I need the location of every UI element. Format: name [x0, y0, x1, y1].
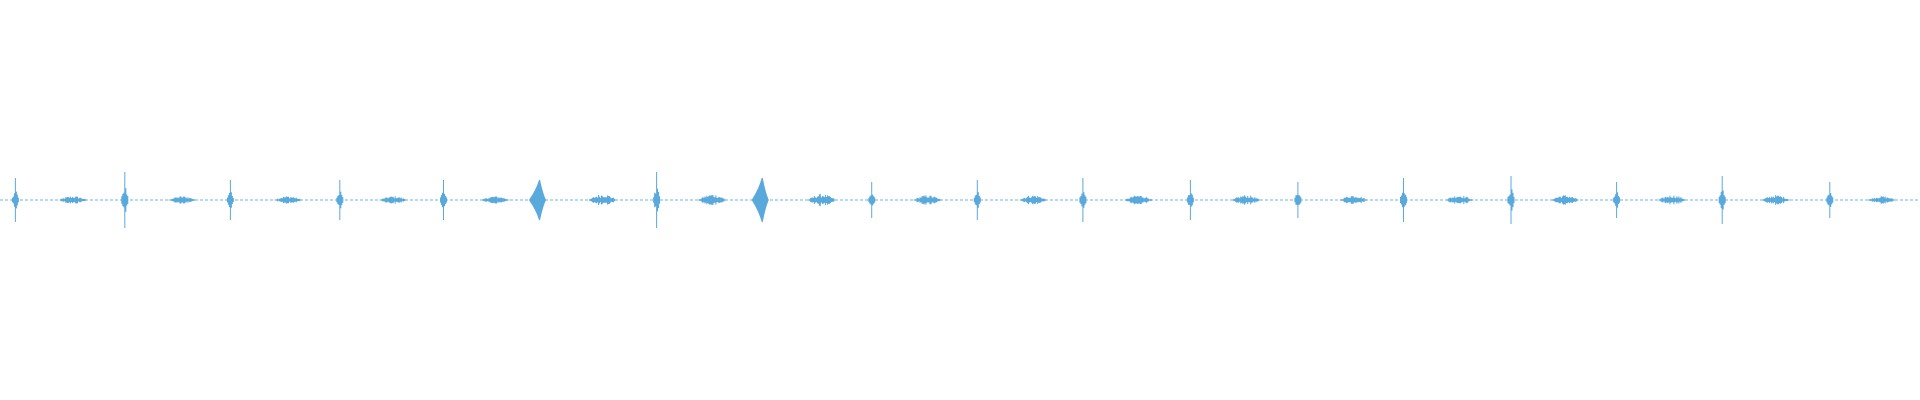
transient-spike	[1400, 178, 1407, 222]
transient-spike	[11, 178, 19, 222]
noise-cluster	[59, 196, 88, 204]
noise-cluster	[698, 195, 727, 205]
noise-cluster	[1019, 195, 1048, 205]
transient-spike	[1507, 176, 1515, 224]
transient-spike	[1613, 182, 1621, 218]
noise-cluster	[1445, 195, 1474, 205]
noise-cluster	[913, 195, 942, 205]
transient-spike	[1079, 178, 1087, 222]
noise-cluster	[1339, 196, 1368, 204]
transient-spike	[1718, 176, 1726, 224]
transient-spike	[1294, 182, 1302, 218]
waveform-trace	[0, 172, 1920, 228]
transient-spike	[973, 180, 981, 220]
transient-spike	[653, 172, 661, 228]
noise-cluster	[1867, 196, 1896, 204]
noise-cluster	[274, 196, 303, 204]
transient-spike	[1186, 180, 1194, 220]
noise-cluster	[589, 195, 617, 205]
transient-spike	[868, 182, 876, 218]
noise-cluster	[379, 196, 408, 204]
noise-cluster	[168, 196, 197, 204]
transient-spike	[440, 180, 447, 220]
transient-spike	[226, 180, 234, 220]
noise-cluster	[1762, 195, 1791, 205]
transient-spike	[336, 180, 344, 220]
transient-spike	[1826, 182, 1834, 218]
noise-cluster	[1232, 195, 1261, 205]
transient-bulge	[751, 177, 769, 223]
transient-bulge	[528, 179, 547, 221]
noise-cluster	[1550, 195, 1579, 205]
noise-cluster	[1124, 195, 1153, 205]
transient-spike	[121, 172, 129, 228]
noise-cluster	[807, 194, 836, 206]
noise-cluster	[1658, 195, 1687, 205]
noise-cluster	[481, 196, 510, 204]
